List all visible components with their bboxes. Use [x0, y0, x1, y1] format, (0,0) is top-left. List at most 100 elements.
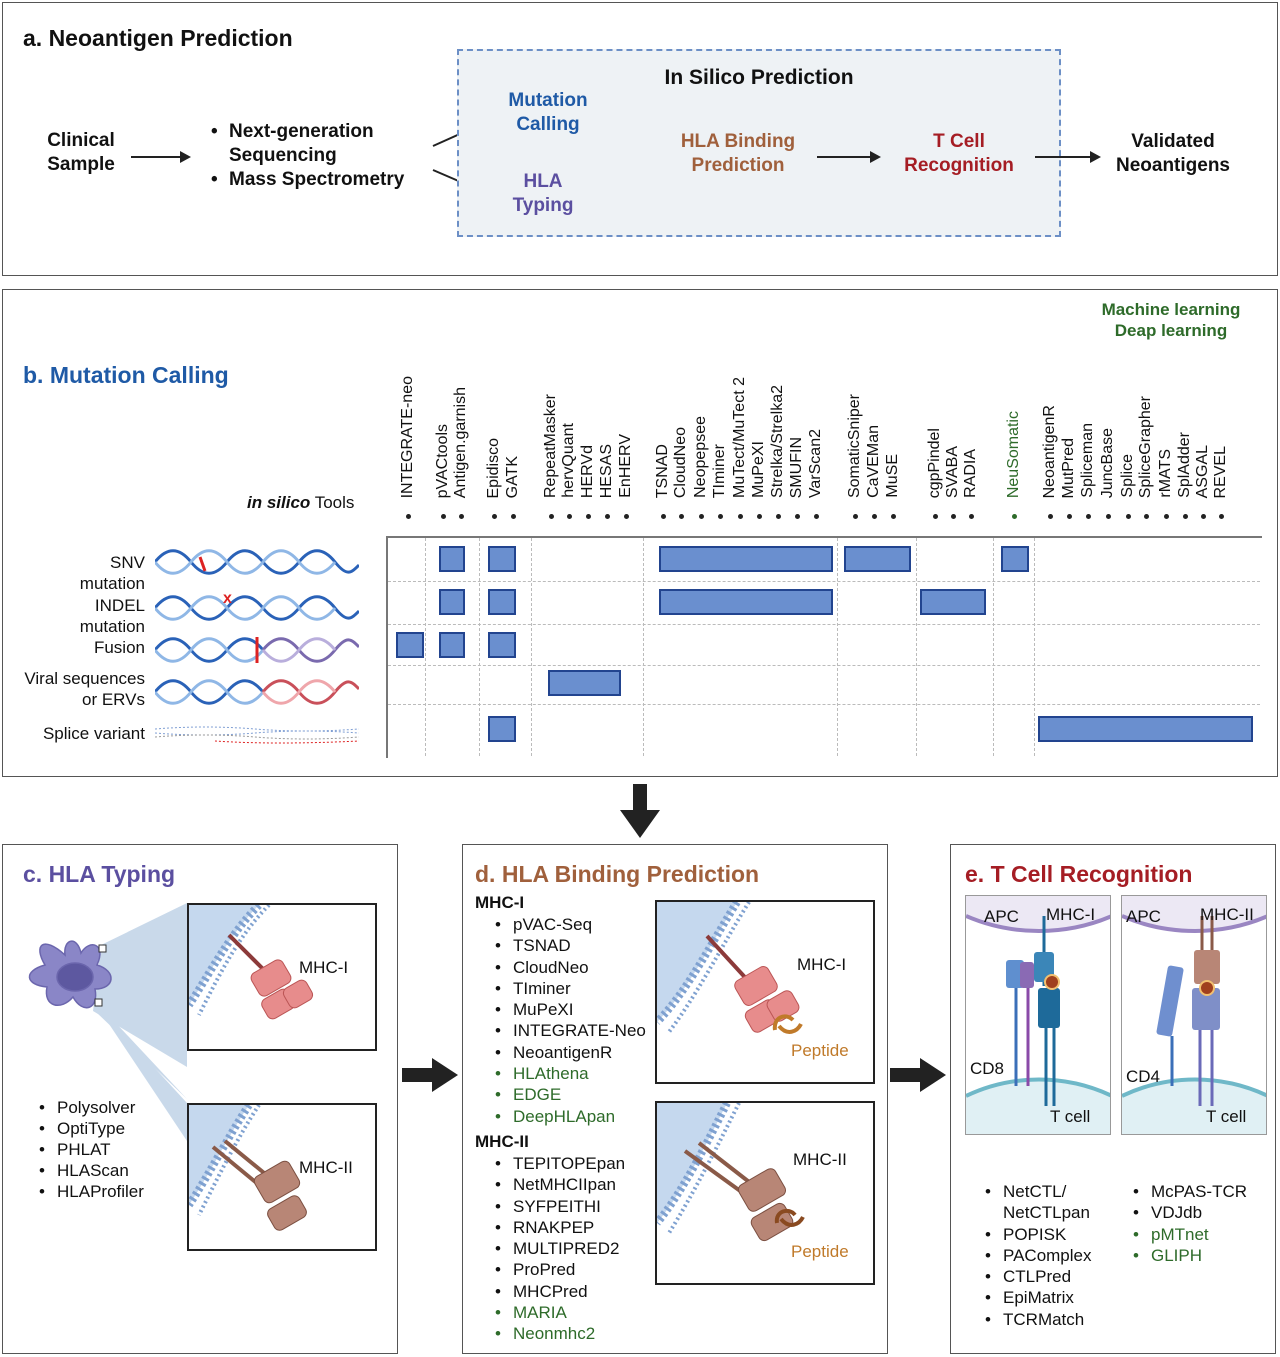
- snv-line1: SNV: [110, 553, 145, 572]
- down-arrow: [620, 784, 660, 838]
- mhc2-tool-list: TEPITOPEpanNetMHCIIpanSYFPEITHIRNAKPEPMU…: [491, 1153, 625, 1345]
- tool-label: SVABA: [944, 445, 961, 498]
- tool-coverage-bar: [920, 589, 986, 615]
- dna-illustrations: x: [155, 549, 359, 744]
- mhc1-tool-list: pVAC-SeqTSNADCloudNeoTIminerMuPeXIINTEGR…: [491, 914, 646, 1127]
- tool-dot: [1164, 514, 1169, 519]
- arrow-binding-to-tcell: [817, 151, 881, 163]
- tool-dot: [567, 514, 572, 519]
- tool-list-item: DeepHLApan: [491, 1106, 646, 1128]
- mhc2-peptide-box: MHC-II Peptide: [655, 1101, 875, 1285]
- tool-coverage-bar: [488, 589, 516, 615]
- tool-list-item: MULTIPRED2: [491, 1238, 625, 1260]
- tool-dot: [891, 514, 896, 519]
- mhc2-header: MHC-II: [475, 1132, 529, 1151]
- tool-list-item: TEPITOPEpan: [491, 1153, 625, 1175]
- tool-dot: [776, 514, 781, 519]
- snv-line2: mutation: [79, 574, 145, 593]
- tool-dot: [661, 514, 666, 519]
- tool-dot: [679, 514, 684, 519]
- grid-column-divider: [837, 538, 838, 756]
- tool-list-item: CloudNeo: [491, 957, 646, 979]
- tool-list-item: HLAthena: [491, 1063, 646, 1085]
- step-ngs: Next-generation Sequencing: [207, 120, 399, 168]
- peptide-label-2: Peptide: [791, 1242, 849, 1261]
- tool-dot: [738, 514, 743, 519]
- mhc1-peptide-box: MHC-I Peptide: [655, 900, 875, 1084]
- tool-label: INTEGRATE-neo: [399, 375, 416, 498]
- tool-dot: [1219, 514, 1224, 519]
- tool-dot: [459, 514, 464, 519]
- tool-coverage-bar: [659, 589, 833, 615]
- mutation-calling-node: Mutation Calling: [508, 90, 588, 135]
- tool-dot: [1067, 514, 1072, 519]
- tool-dot: [1144, 514, 1149, 519]
- mhc2-tcr-icon: [1122, 896, 1266, 1134]
- tool-label: SMUFIN: [788, 436, 805, 498]
- ml-legend-2: Deap learning: [1114, 321, 1228, 340]
- grid-column-divider: [993, 538, 994, 756]
- mhc1-tcr-icon: [966, 896, 1110, 1134]
- tool-list-item: HLAScan: [35, 1160, 144, 1181]
- row-label-fusion: Fusion: [93, 638, 145, 657]
- tool-list-item: HLAProfiler: [35, 1181, 144, 1202]
- tool-label: SpliceGrapher: [1137, 395, 1154, 498]
- mhc1-label-c: MHC-I: [299, 958, 349, 977]
- mhc2-label-d: MHC-II: [793, 1150, 847, 1169]
- dna-viral-icon: [155, 679, 359, 705]
- tool-list-item: SYFPEITHI: [491, 1196, 625, 1218]
- tool-label: Splice: [1119, 454, 1136, 498]
- tool-label: Strelka/Strelka2: [769, 385, 786, 498]
- clinical-sample-label: Clinical Sample: [47, 130, 115, 175]
- panel-a-title: a. Neoantigen Prediction: [23, 25, 293, 51]
- svg-text:x: x: [223, 590, 232, 607]
- tool-label: GATK: [504, 455, 521, 498]
- tool-list-item: NetCTL/: [981, 1181, 1092, 1203]
- tool-coverage-bar: [439, 546, 465, 572]
- row-label-snv: SNV mutation: [53, 552, 145, 594]
- tool-dot: [492, 514, 497, 519]
- tools-axis-label: in silico Tools: [247, 492, 354, 513]
- dna-snv-icon: [155, 549, 359, 575]
- tool-label: CaVEMan: [865, 425, 882, 498]
- tools-label-italic: in silico: [247, 493, 311, 512]
- hla-typing-tool-list: PolysolverOptiTypePHLATHLAScanHLAProfile…: [35, 1097, 144, 1202]
- panel-e-title: e. T Cell Recognition: [965, 861, 1193, 887]
- tool-dot: [853, 514, 858, 519]
- mhc2-membrane-icon: [189, 1105, 307, 1231]
- tool-list-item: POPISK: [981, 1224, 1092, 1246]
- mhc1-label-e: MHC-I: [1046, 905, 1096, 924]
- tool-label: NeoantigenR: [1041, 404, 1058, 498]
- row-label-viral: Viral sequences or ERVs: [5, 668, 145, 710]
- tool-dot: [814, 514, 819, 519]
- mhc2-peptide-icon: [657, 1103, 805, 1242]
- tool-label: Neopepsee: [692, 416, 709, 498]
- tool-dot: [1126, 514, 1131, 519]
- tool-coverage-bar: [548, 670, 621, 696]
- tool-label: MuTect/MuTect 2: [731, 377, 748, 498]
- tool-list-item: MARIA: [491, 1302, 625, 1324]
- mhc2-label-c: MHC-II: [299, 1158, 353, 1177]
- tool-dot: [1106, 514, 1111, 519]
- mhc1-peptide-icon: [657, 902, 803, 1034]
- apc-cell-illustration: [28, 903, 187, 1141]
- tool-coverage-bar: [396, 632, 424, 658]
- validated-node: Validated Neoantigens: [1115, 131, 1231, 176]
- grid-column-divider: [425, 538, 426, 756]
- dna-indel-icon: x: [155, 590, 359, 621]
- tool-list-item: EpiMatrix: [981, 1287, 1092, 1309]
- tool-coverage-bar: [439, 589, 465, 615]
- apc-label-1: APC: [984, 907, 1019, 926]
- sequencing-list: Next-generation Sequencing Mass Spectrom…: [207, 120, 437, 192]
- tool-list-item: pVAC-Seq: [491, 914, 646, 936]
- tool-coverage-bar: [1001, 546, 1029, 572]
- tool-list-item: ProPred: [491, 1259, 625, 1281]
- grid-row-divider: [388, 704, 1260, 705]
- panel-b-title: b. Mutation Calling: [23, 362, 229, 388]
- tool-label: Antigen.garnish: [452, 386, 469, 498]
- tool-label: cgpPindel: [926, 427, 943, 498]
- apc-label-2: APC: [1126, 907, 1161, 926]
- tool-dot: [951, 514, 956, 519]
- tool-label: SomaticSniper: [846, 393, 863, 498]
- tool-label: REVEL: [1212, 445, 1229, 498]
